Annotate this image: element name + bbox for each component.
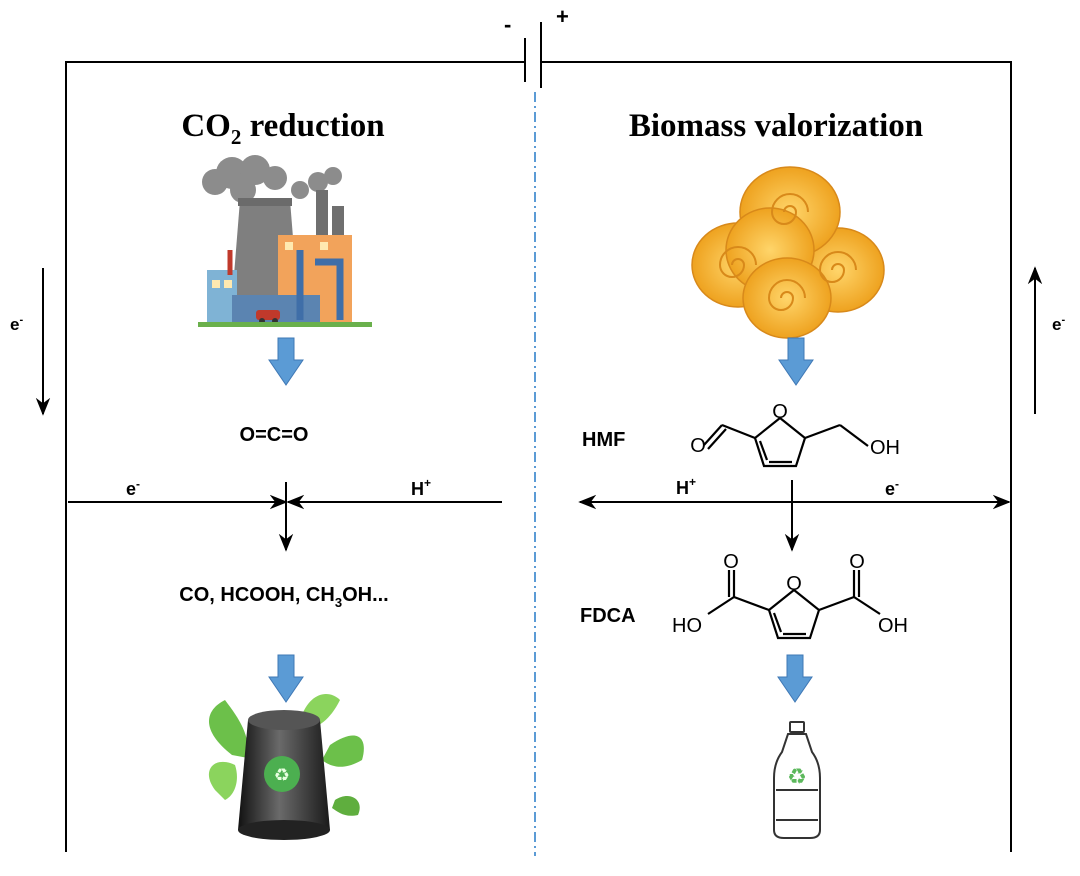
co2-molecule-label: O=C=O	[240, 424, 309, 446]
battery-plus-sign: +	[556, 4, 569, 29]
process-arrow-right-1	[778, 337, 814, 386]
fdca-right-hydroxyl: OH	[878, 615, 908, 637]
fdca-ring-oxygen: O	[786, 573, 802, 595]
svg-text:♻: ♻	[274, 765, 290, 785]
hmf-structure	[703, 417, 869, 468]
right-panel-title: Biomass valorization	[629, 108, 923, 144]
fdca-structure	[707, 570, 881, 640]
fdca-right-carbonyl-oxygen: O	[849, 551, 865, 573]
svg-text:♻: ♻	[787, 764, 807, 789]
reduction-products-label: CO, HCOOH, CH3OH...	[179, 584, 388, 610]
left-panel-title: CO2 reduction	[181, 108, 384, 149]
fdca-left-hydroxyl: HO	[672, 615, 702, 637]
hay-bales-icon	[691, 166, 885, 339]
fdca-left-carbonyl-oxygen: O	[723, 551, 739, 573]
circuit-wire	[65, 61, 1012, 852]
hmf-ring-oxygen: O	[772, 401, 788, 423]
hmf-hydroxyl: OH	[870, 437, 900, 459]
recycled-bottle-icon: ♻	[773, 721, 821, 839]
factory-icon	[198, 155, 372, 327]
hmf-aldehyde-oxygen: O	[690, 435, 706, 457]
left-electron-label: e-	[126, 477, 140, 499]
green-fuel-barrel-icon: ♻	[208, 694, 364, 840]
process-arrow-left-1	[268, 337, 304, 386]
fdca-label: FDCA	[580, 605, 636, 627]
right-electron-label: e-	[885, 477, 899, 499]
electron-flow-left-label: e-	[10, 314, 23, 334]
battery-symbol	[524, 22, 542, 88]
process-arrow-right-2	[777, 654, 813, 703]
hmf-label: HMF	[582, 429, 625, 451]
electron-flow-right-label: e-	[1052, 314, 1065, 334]
left-proton-label: H+	[411, 476, 431, 499]
right-proton-label: H+	[676, 475, 696, 498]
battery-minus-sign: -	[504, 12, 511, 37]
process-arrow-left-2	[268, 654, 304, 703]
